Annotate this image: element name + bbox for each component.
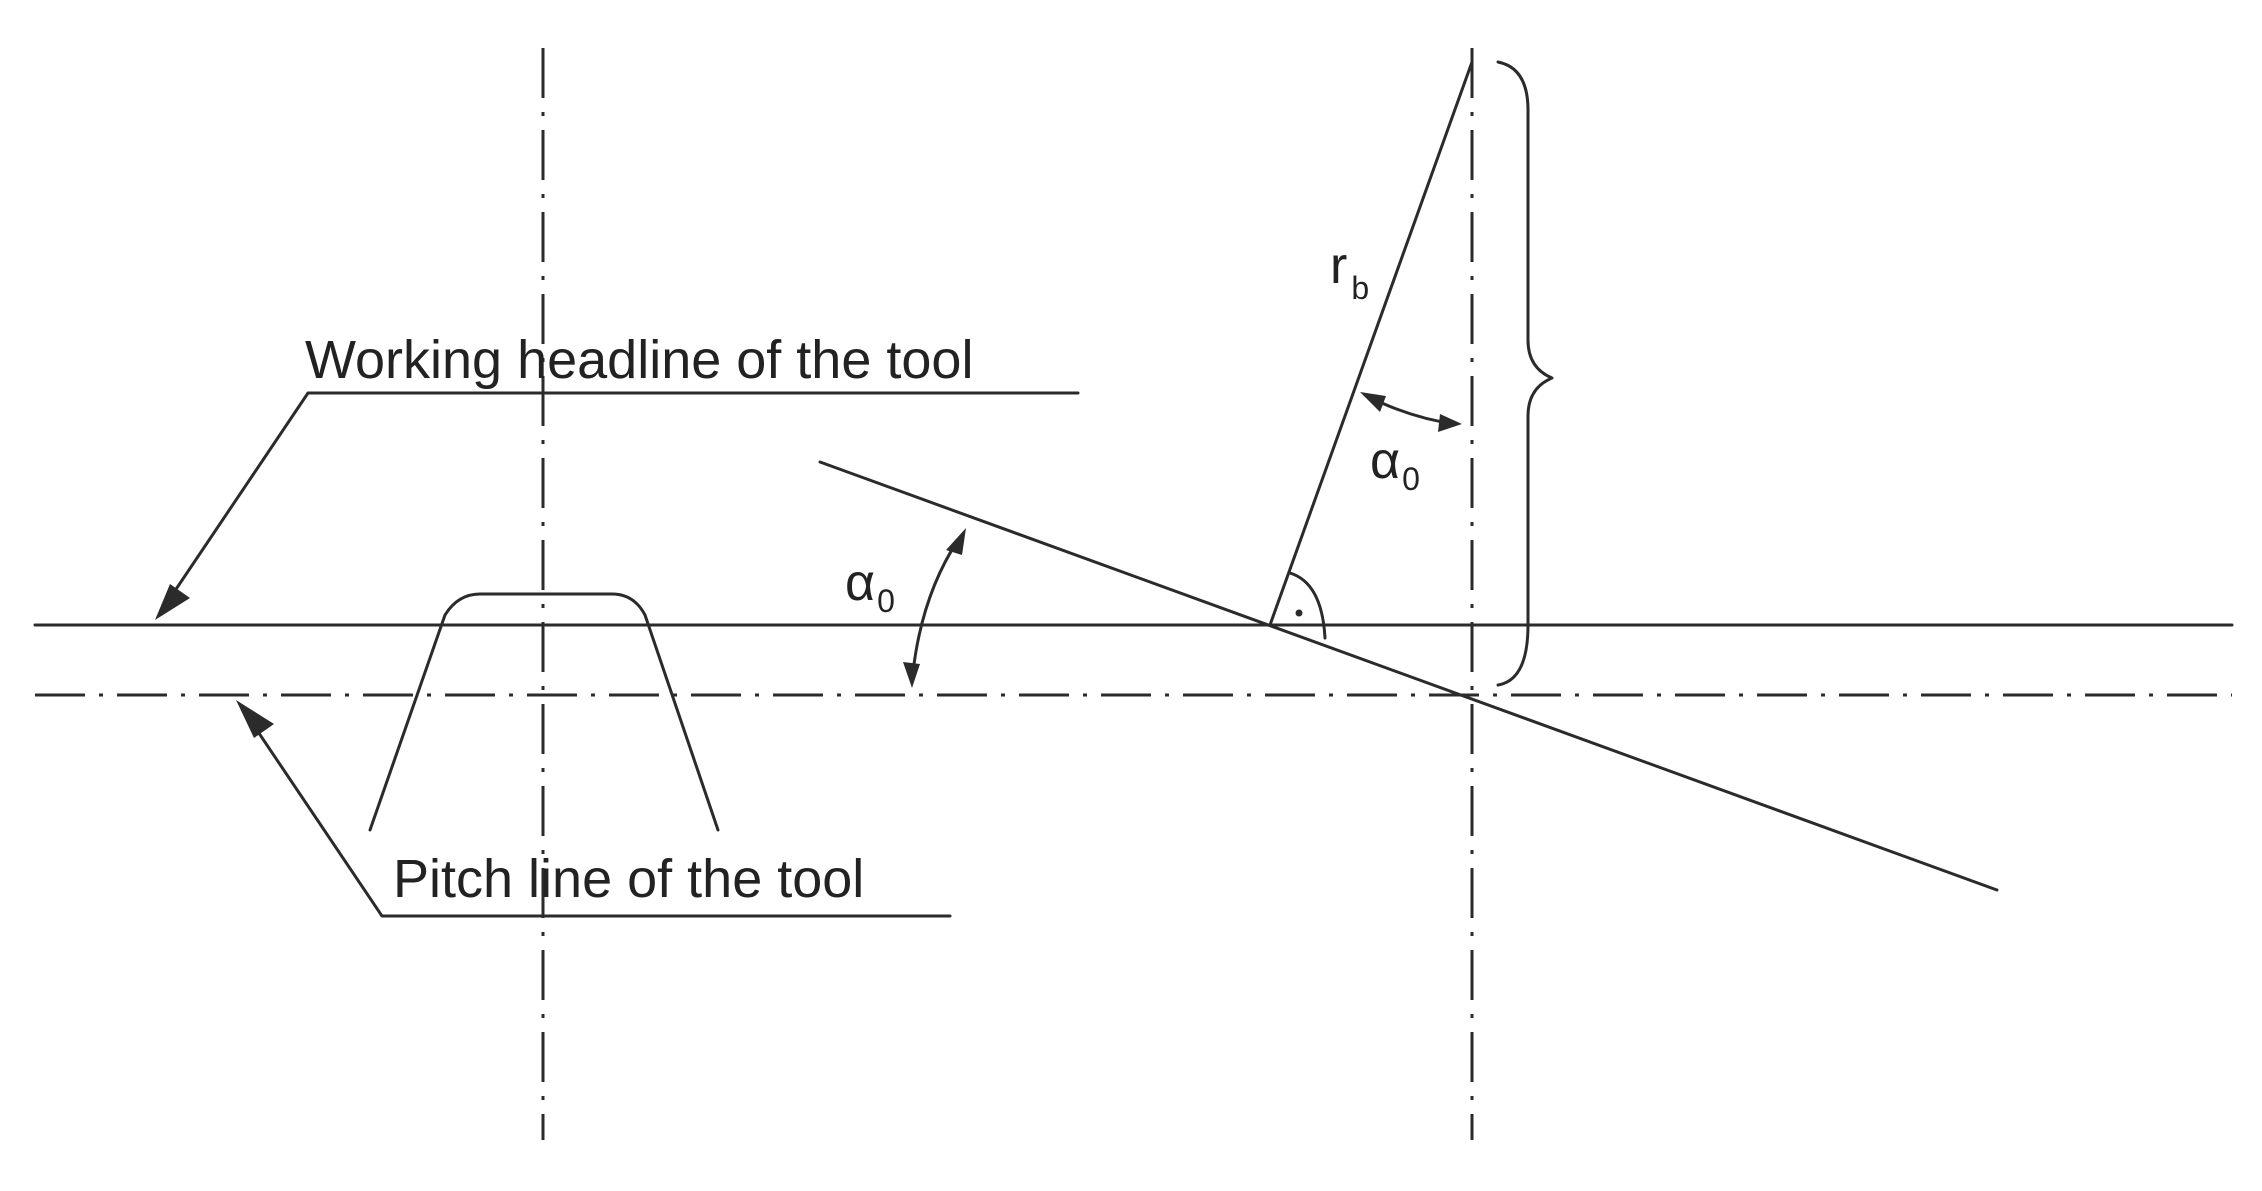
pitch-line-leader (240, 706, 952, 918)
right-angle-arc (1288, 571, 1327, 640)
alpha-label-right: α0 (1370, 432, 1420, 497)
alpha-subscript-left: 0 (877, 583, 895, 619)
tool-tooth-profile (368, 592, 720, 832)
curly-brace (1496, 60, 1554, 687)
working-headline-label: Working headline of the tool (305, 330, 973, 390)
right-angle-dot (1295, 609, 1303, 617)
working-headline-leader (158, 391, 1080, 615)
alpha-arc-arrowhead-bottom (903, 662, 920, 688)
working-headline-arrowhead (155, 584, 190, 620)
base-radius-subscript: b (1351, 270, 1369, 306)
alpha-angle-arc-left (911, 538, 960, 674)
line-of-action (818, 460, 1999, 892)
alpha-symbol-left: α (845, 554, 875, 612)
pitch-line-label: Pitch line of the tool (393, 849, 864, 909)
alpha-arc-arrowhead-right (1438, 414, 1462, 432)
alpha-arc-arrowhead-left (1360, 392, 1386, 412)
base-radius-line (1268, 60, 1474, 627)
alpha-label-left: α0 (845, 554, 895, 619)
pitch-line-arrowhead (236, 700, 274, 738)
alpha-arc-arrowhead-top (946, 528, 966, 555)
base-radius-symbol: r (1330, 237, 1347, 295)
alpha-subscript-right: 0 (1402, 461, 1420, 497)
alpha-symbol-right: α (1370, 432, 1400, 490)
